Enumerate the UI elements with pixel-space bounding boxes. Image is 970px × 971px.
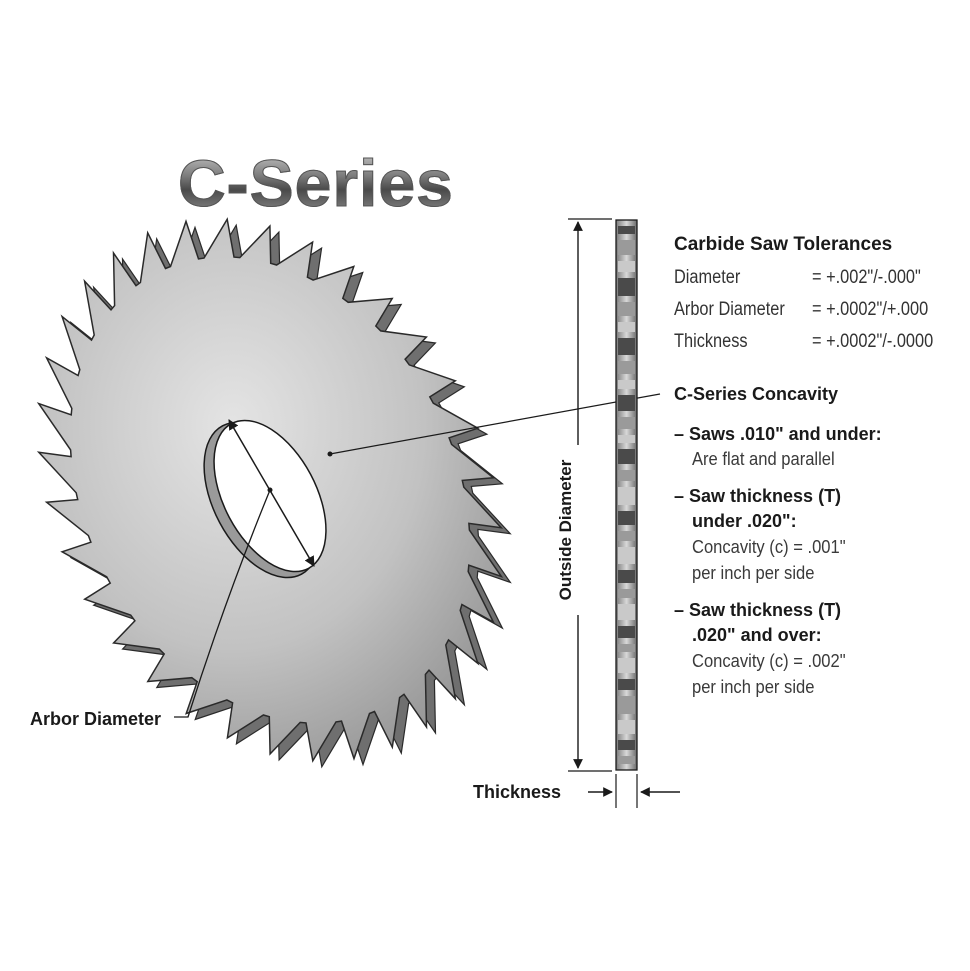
side-tooth-mark xyxy=(618,226,635,234)
tolerance-label-arbor: Arbor Diameter xyxy=(674,299,785,320)
series-title: C-Series xyxy=(178,146,454,220)
tolerance-value-thickness: = +.0002"/-.0000 xyxy=(812,331,934,352)
side-tooth-mark xyxy=(618,487,635,505)
concavity-item-2-title2: under .020": xyxy=(692,511,797,531)
concavity-heading: C-Series Concavity xyxy=(674,384,839,404)
side-tooth-mark xyxy=(618,604,635,620)
side-tooth-mark xyxy=(618,395,635,411)
side-tooth-mark xyxy=(618,322,635,332)
concavity-item-3-title2: .020" and over: xyxy=(692,625,822,645)
concavity-item-3-title: – Saw thickness (T) xyxy=(674,600,842,620)
side-tooth-mark xyxy=(618,417,635,429)
side-tooth-mark xyxy=(618,696,635,714)
side-tooth-mark xyxy=(618,531,635,541)
side-tooth-mark xyxy=(618,679,635,690)
arbor-diameter-arrow xyxy=(228,419,315,567)
side-tooth-mark xyxy=(618,449,635,464)
side-tooth-mark xyxy=(618,302,635,316)
concavity-leader-line xyxy=(329,393,661,455)
side-tooth-mark xyxy=(618,756,635,764)
side-tooth-mark xyxy=(618,547,635,564)
tolerance-label-thickness: Thickness xyxy=(674,331,748,352)
side-tooth-mark xyxy=(618,570,635,583)
tolerances-heading: Carbide Saw Tolerances xyxy=(674,234,893,255)
side-tooth-mark xyxy=(618,361,635,374)
concavity-item-2-title: – Saw thickness (T) xyxy=(674,486,842,506)
side-tooth-mark xyxy=(618,511,635,525)
concavity-item-2-line-1: Concavity (c) = .001" xyxy=(692,537,846,557)
concavity-item-3-line-1: Concavity (c) = .002" xyxy=(692,651,846,671)
side-tooth-mark xyxy=(618,720,635,734)
concavity-item-1-title: – Saws .010" and under: xyxy=(674,424,882,444)
side-tooth-mark xyxy=(618,338,635,355)
side-view-teeth xyxy=(618,226,635,764)
thickness-label: Thickness xyxy=(473,782,562,802)
side-tooth-mark xyxy=(618,261,635,272)
side-tooth-mark xyxy=(618,435,635,443)
side-tooth-mark xyxy=(618,740,635,750)
tolerance-value-arbor: = +.0002"/+.000 xyxy=(812,299,929,320)
tolerance-label-diameter: Diameter xyxy=(674,267,741,288)
side-tooth-mark xyxy=(618,658,635,673)
side-tooth-mark xyxy=(618,380,635,389)
side-tooth-mark xyxy=(618,626,635,638)
concavity-dot xyxy=(327,451,333,457)
arbor-leader-line xyxy=(174,489,271,718)
arbor-diameter-label: Arbor Diameter xyxy=(30,709,162,729)
side-tooth-mark xyxy=(618,470,635,481)
side-tooth-mark xyxy=(618,240,635,255)
concavity-item-2-line-2: per inch per side xyxy=(692,563,815,583)
side-tooth-mark xyxy=(618,278,635,296)
side-tooth-mark xyxy=(618,644,635,652)
concavity-item-1-line: Are flat and parallel xyxy=(692,449,835,469)
tolerance-value-diameter: = +.002"/-.000" xyxy=(812,267,921,288)
concavity-item-3-line-2: per inch per side xyxy=(692,677,815,697)
outside-diameter-label: Outside Diameter xyxy=(556,459,575,601)
side-tooth-mark xyxy=(618,589,635,598)
